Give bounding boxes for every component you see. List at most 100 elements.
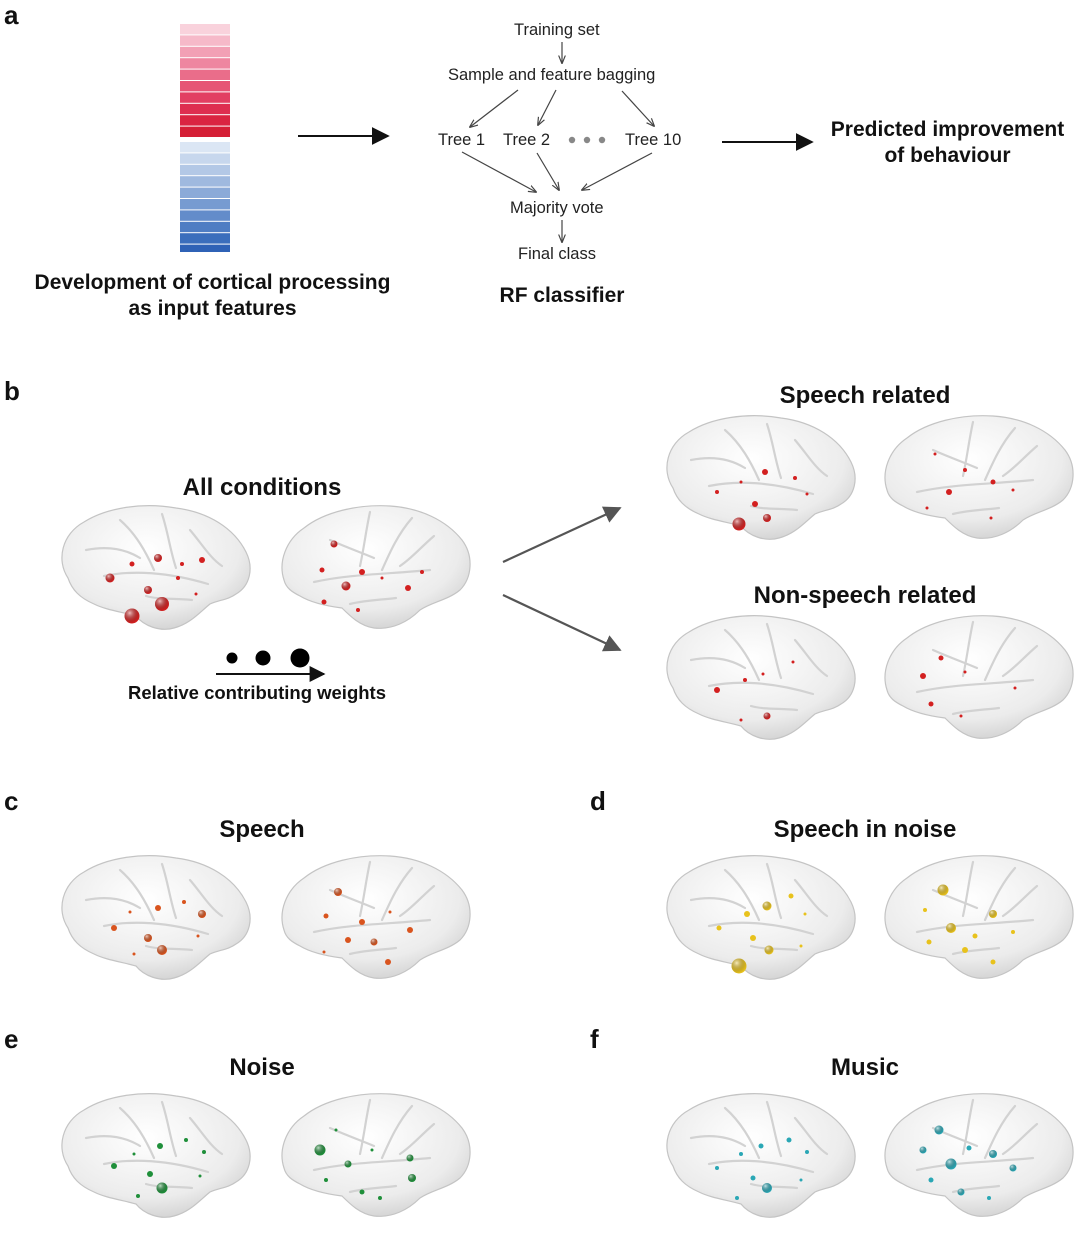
brain-sulcus: [765, 1100, 783, 1158]
region-node: [388, 910, 392, 914]
brain-sulcus: [707, 1159, 815, 1174]
brain-sulcus: [380, 1104, 414, 1160]
legend-dot-small: [226, 652, 238, 664]
brain-sulcus: [102, 571, 210, 586]
feature-bar-segment: [180, 58, 230, 69]
region-node: [962, 947, 968, 953]
feature-bar-segment: [180, 103, 230, 115]
region-node: [370, 1148, 374, 1152]
region-node: [739, 718, 743, 722]
region-node: [111, 1163, 117, 1169]
input-caption-line1: Development of cortical processing: [34, 271, 391, 294]
title-speech-related: Speech related: [779, 382, 951, 409]
brain-sulcus: [793, 878, 829, 918]
region-node: [111, 925, 117, 931]
region-node-highlight: [731, 958, 747, 974]
feature-bar-segment: [180, 176, 230, 187]
brain-speech-in-noise-left: [666, 855, 856, 980]
brain-sulcus: [312, 568, 432, 584]
brain-speech-left: [61, 855, 251, 980]
brain-sulcus: [358, 510, 372, 568]
brain-sulcus: [188, 528, 224, 568]
bagging-to-tree10-arrow: [621, 90, 654, 126]
brain-noise-right: [281, 1093, 471, 1217]
region-node: [716, 925, 722, 931]
brain-sulcus: [398, 534, 436, 568]
region-node: [378, 1196, 382, 1200]
brain-surface: [281, 1093, 471, 1217]
region-node: [739, 1152, 743, 1156]
region-node: [407, 927, 413, 933]
arrow-to-speech-related: [502, 506, 622, 563]
region-node: [758, 1143, 764, 1149]
feature-bar-segment: [180, 24, 230, 35]
brain-sulcus: [983, 1104, 1017, 1160]
region-node: [182, 900, 186, 904]
region-node-highlight: [732, 517, 746, 531]
brain-sulcus: [915, 918, 1035, 934]
region-node: [805, 492, 809, 496]
brain-surface: [884, 615, 1074, 739]
region-node-highlight: [989, 1150, 997, 1158]
feature-bar-segment: [180, 69, 230, 80]
brain-speech-related-right: [884, 415, 1074, 539]
brain-sulcus: [983, 426, 1017, 482]
region-node-highlight: [124, 608, 140, 624]
brain-sulcus: [951, 706, 1001, 716]
region-node: [762, 469, 768, 475]
brain-sulcus: [118, 1106, 156, 1160]
brain-sulcus: [689, 1135, 747, 1148]
legend-dot-large: [290, 648, 310, 668]
tree10-label: Tree 10: [625, 131, 682, 149]
brain-sulcus: [931, 648, 979, 670]
panel-a-arrows: [298, 42, 814, 330]
output-caption: Predicted improvement of behaviour: [815, 117, 1080, 169]
region-node-highlight: [763, 514, 771, 522]
brain-sulcus: [707, 681, 815, 696]
final-class-label: Final class: [518, 245, 596, 263]
region-node: [324, 1178, 328, 1182]
region-node: [923, 908, 927, 912]
brain-sulcus: [1001, 884, 1039, 918]
tree1-label: Tree 1: [438, 131, 486, 149]
legend-caption: Relative contributing weights: [128, 682, 386, 703]
title-music: Music: [830, 1054, 899, 1081]
region-node: [405, 585, 411, 591]
brain-sulcus: [1001, 644, 1039, 678]
feature-bar-segment: [180, 187, 230, 198]
region-node: [184, 1138, 188, 1142]
brain-surface: [61, 505, 251, 630]
brain-sulcus: [749, 704, 799, 712]
brain-sulcus: [793, 1116, 829, 1156]
region-node: [735, 1196, 739, 1200]
brain-surface: [884, 855, 1074, 979]
panel-label-f: f: [590, 1024, 599, 1054]
region-node: [799, 1178, 803, 1182]
region-node: [990, 479, 996, 485]
region-node: [989, 516, 993, 520]
panel-label-e: e: [4, 1024, 19, 1054]
region-node: [715, 1166, 719, 1170]
region-node: [196, 934, 200, 938]
brain-sulcus: [118, 868, 156, 922]
brain-sulcus: [160, 862, 178, 920]
brain-sulcus: [951, 1184, 1001, 1194]
feature-bar-segment: [180, 221, 230, 233]
tree10-to-vote-arrow: [582, 152, 653, 190]
legend-dot-medium: [255, 650, 271, 666]
title-nonspeech-related: Non-speech related: [753, 582, 977, 609]
region-node: [359, 569, 365, 575]
region-node: [359, 919, 365, 925]
region-node: [925, 506, 929, 510]
brain-sulcus: [951, 946, 1001, 956]
brain-surface: [666, 1093, 856, 1218]
region-node-highlight: [157, 945, 167, 955]
brain-speech-in-noise-right: [884, 855, 1074, 979]
feature-color-bar: [180, 24, 230, 252]
region-node-highlight: [334, 888, 342, 896]
region-node-highlight: [144, 586, 152, 594]
region-node: [359, 1189, 365, 1195]
region-node: [323, 913, 329, 919]
region-node-highlight: [198, 910, 206, 918]
brain-sulcus: [144, 944, 194, 952]
